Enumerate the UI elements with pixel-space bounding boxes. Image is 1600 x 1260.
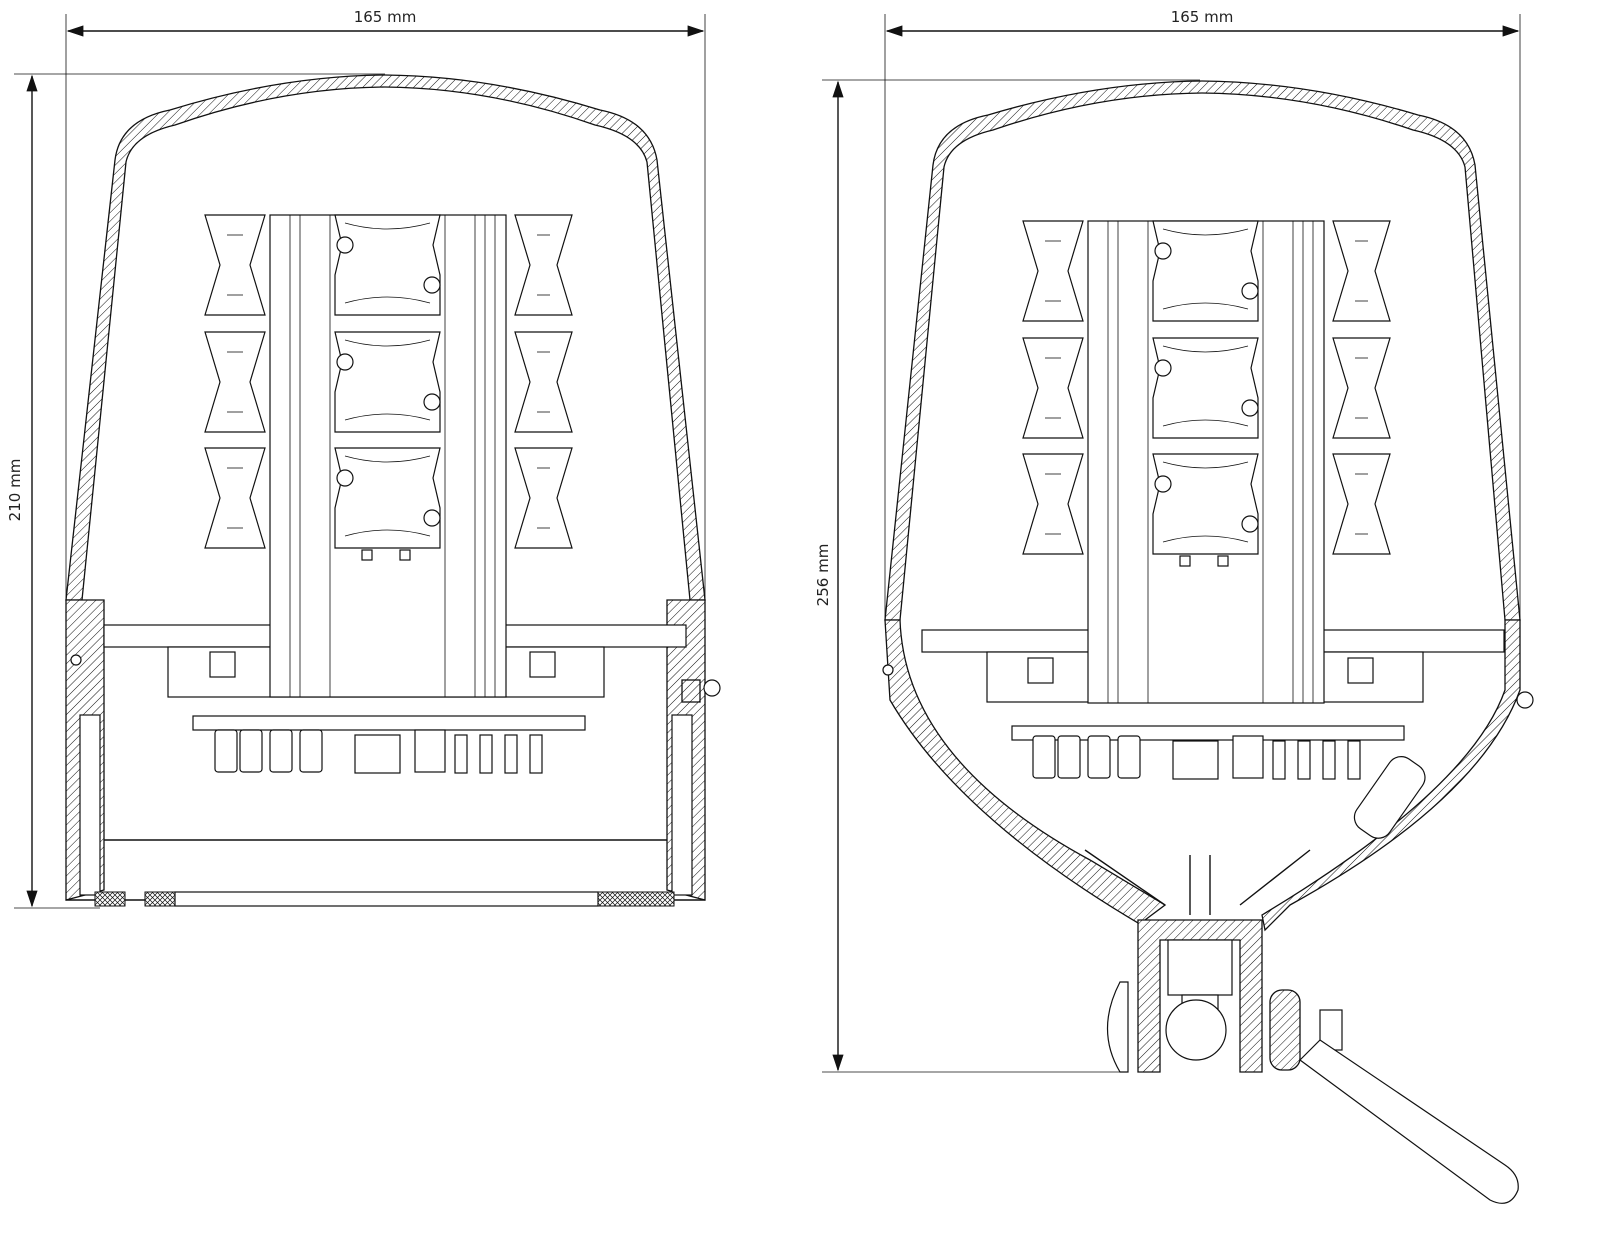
seal xyxy=(597,891,675,907)
screw-icon xyxy=(1241,282,1259,300)
led-modules xyxy=(204,214,573,561)
screw-icon xyxy=(1241,515,1259,533)
terminal-icon xyxy=(361,549,373,561)
led-module xyxy=(334,214,441,316)
led-module-side xyxy=(1332,453,1391,555)
width-dimension-right: 165 mm xyxy=(884,8,1521,620)
screw-icon xyxy=(1154,242,1172,260)
right-view: 165 mm 256 mm xyxy=(814,8,1534,1204)
left-view: 165 mm 210 mm xyxy=(6,8,721,909)
screw-icon xyxy=(423,393,441,411)
screw-icon xyxy=(1516,691,1534,709)
bracket-slot xyxy=(1353,756,1426,839)
screw-icon xyxy=(423,509,441,527)
height-dimension-right: 256 mm xyxy=(814,79,1200,1073)
led-module-side xyxy=(514,214,573,316)
width-label: 165 mm xyxy=(1171,8,1234,26)
seal xyxy=(94,891,126,907)
circuit-board xyxy=(1011,725,1405,741)
height-dimension-left: 210 mm xyxy=(6,73,385,909)
led-module-side xyxy=(204,447,266,549)
mount-handle xyxy=(1299,1039,1519,1204)
screw-icon xyxy=(1154,359,1172,377)
led-module-side xyxy=(514,447,573,549)
width-dimension-left: 165 mm xyxy=(65,8,706,600)
terminal-icon xyxy=(1179,555,1191,567)
screw-icon xyxy=(1241,399,1259,417)
seal xyxy=(144,891,176,907)
height-label: 256 mm xyxy=(814,544,832,607)
clamp-nut xyxy=(1269,989,1301,1071)
led-modules xyxy=(1022,220,1391,567)
mount-neck xyxy=(1137,919,1263,1073)
led-module-side xyxy=(514,331,573,433)
led-module-side xyxy=(1022,453,1084,555)
base-wall-right xyxy=(671,714,693,896)
circuit-board xyxy=(192,715,586,731)
led-module-side xyxy=(204,214,266,316)
base-wall-left xyxy=(79,714,101,896)
led-module-side xyxy=(1332,220,1391,322)
mount-bolt xyxy=(1167,939,1233,996)
screw-icon xyxy=(703,679,721,697)
width-label: 165 mm xyxy=(354,8,417,26)
led-module xyxy=(1152,453,1259,555)
height-label: 210 mm xyxy=(6,459,24,522)
led-module-side xyxy=(1332,337,1391,439)
led-module-side xyxy=(204,331,266,433)
led-module xyxy=(334,447,441,549)
led-module xyxy=(1152,337,1259,439)
screw-icon xyxy=(336,469,354,487)
screw-icon xyxy=(423,276,441,294)
knob xyxy=(1106,981,1129,1073)
led-module xyxy=(334,331,441,433)
screw-icon xyxy=(336,236,354,254)
terminal-icon xyxy=(399,549,411,561)
screw-icon xyxy=(882,664,894,676)
led-module xyxy=(1152,220,1259,322)
terminal-icon xyxy=(1217,555,1229,567)
led-module-side xyxy=(1022,337,1084,439)
screw-icon xyxy=(70,654,82,666)
led-module-side xyxy=(1022,220,1084,322)
screw-icon xyxy=(336,353,354,371)
screw-icon xyxy=(1154,475,1172,493)
